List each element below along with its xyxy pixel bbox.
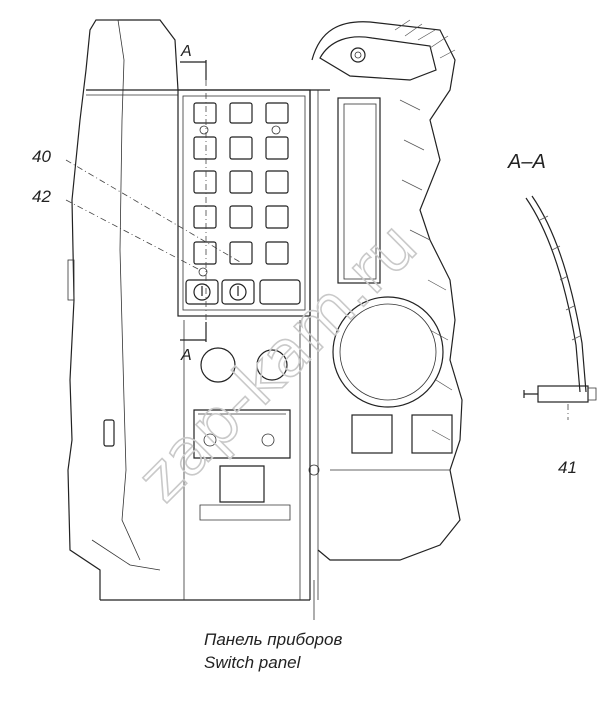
lower-center-block <box>183 320 301 600</box>
callout-42-label: 42 <box>32 187 51 206</box>
section-marker-top: A <box>180 43 207 80</box>
switch-block <box>177 89 311 317</box>
callout-40-label: 40 <box>32 147 51 166</box>
section-marker-bottom: A <box>180 322 207 364</box>
right-housing <box>308 19 463 600</box>
section-view-title: A–A <box>507 151 546 173</box>
caption: Панель приборов Switch panel <box>204 580 342 672</box>
section-view-aa: A–A <box>507 151 597 420</box>
caption-en: Switch panel <box>204 653 302 672</box>
section-label-a-top: A <box>180 43 192 60</box>
callout-40: 40 <box>32 147 241 263</box>
callout-41-label: 41 <box>558 458 577 477</box>
callout-41: 41 <box>558 458 577 477</box>
switch-grid <box>193 102 289 277</box>
caption-ru: Панель приборов <box>204 630 342 649</box>
callout-42: 42 <box>32 187 201 271</box>
section-label-a-bottom: A <box>180 347 192 364</box>
rotary-switches <box>185 279 301 305</box>
